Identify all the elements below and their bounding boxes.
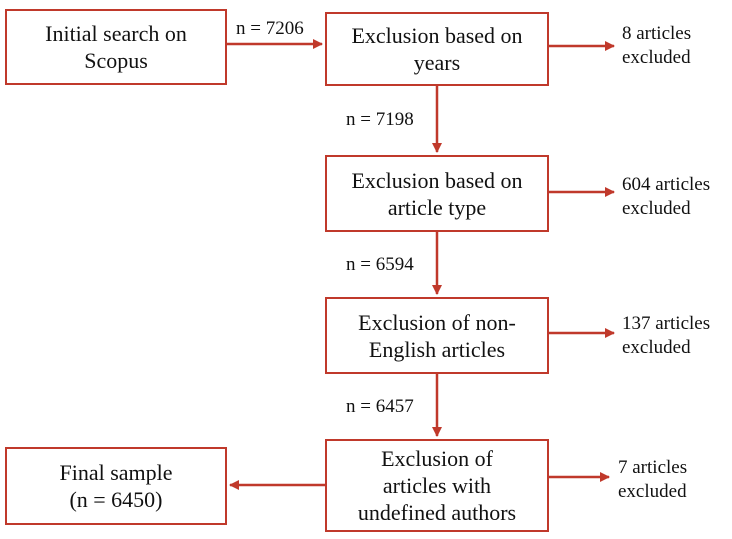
exclusion-non-english-box: Exclusion of non- English articles bbox=[325, 297, 549, 374]
final-sample-text: Final sample (n = 6450) bbox=[59, 460, 173, 512]
final-sample-box: Final sample (n = 6450) bbox=[5, 447, 227, 525]
initial-search-text: Initial search on Scopus bbox=[45, 21, 187, 73]
excluded-years-label: 8 articles excluded bbox=[622, 23, 692, 68]
exclusion-article-type-box: Exclusion based on article type bbox=[325, 155, 549, 232]
excluded-article-type-label: 604 articles excluded bbox=[622, 174, 711, 219]
exclusion-article-type-text: Exclusion based on article type bbox=[351, 167, 523, 220]
exclusion-years-box: Exclusion based on years bbox=[325, 12, 549, 86]
count-after-type: n = 6594 bbox=[346, 254, 414, 275]
initial-search-box: Initial search on Scopus bbox=[5, 9, 227, 85]
excluded-non-english-label: 137 articles excluded bbox=[622, 313, 711, 358]
exclusion-non-english-text: Exclusion of non- English articles bbox=[358, 309, 516, 362]
count-after-language: n = 6457 bbox=[346, 396, 414, 417]
exclusion-undefined-authors-text: Exclusion of articles with undefined aut… bbox=[357, 446, 517, 525]
count-after-years: n = 7198 bbox=[346, 109, 414, 130]
excluded-undefined-authors-label: 7 articles excluded bbox=[618, 457, 688, 502]
exclusion-undefined-authors-box: Exclusion of articles with undefined aut… bbox=[325, 439, 549, 532]
count-after-search: n = 7206 bbox=[236, 18, 304, 39]
exclusion-years-text: Exclusion based on years bbox=[351, 23, 523, 75]
